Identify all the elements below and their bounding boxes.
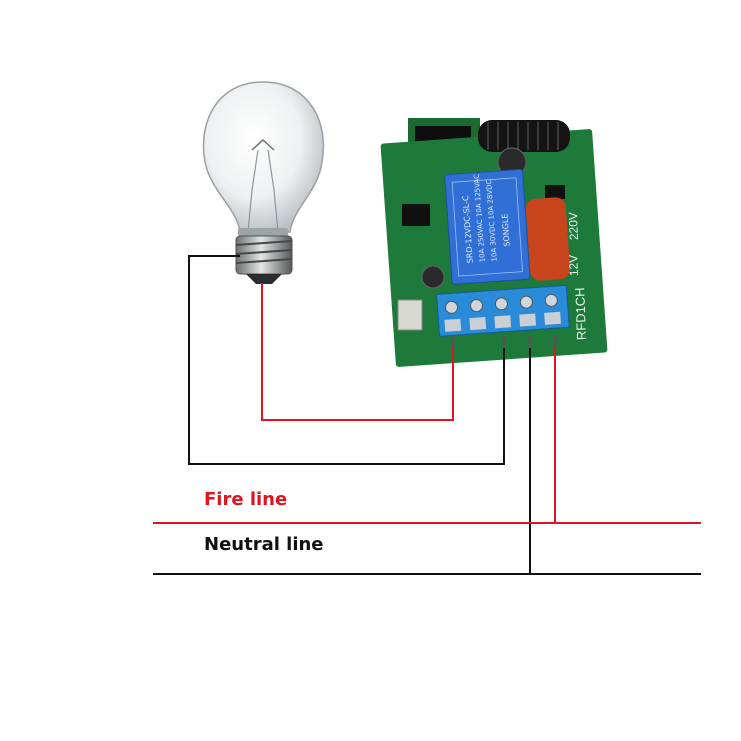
light-bulb-icon — [202, 81, 325, 284]
fire-line-label: Fire line — [204, 489, 288, 510]
antenna-coil-icon — [478, 120, 570, 152]
board-voltage-low-text: 12V — [566, 255, 581, 277]
bulb-fire-wire — [261, 283, 454, 421]
wires — [153, 255, 701, 575]
board-model-text: RFD1CH — [572, 287, 589, 340]
bulb-neutral-wire — [188, 255, 505, 465]
board-voltage-high-text: 220V — [566, 212, 581, 241]
relay-brand-text: SONGLE — [500, 213, 511, 247]
neutral-line-label: Neutral line — [204, 534, 324, 555]
relay-board-icon: SRD-12VDC-SL-C 10A 250VAC 10A 125VAC 10A… — [380, 118, 608, 367]
